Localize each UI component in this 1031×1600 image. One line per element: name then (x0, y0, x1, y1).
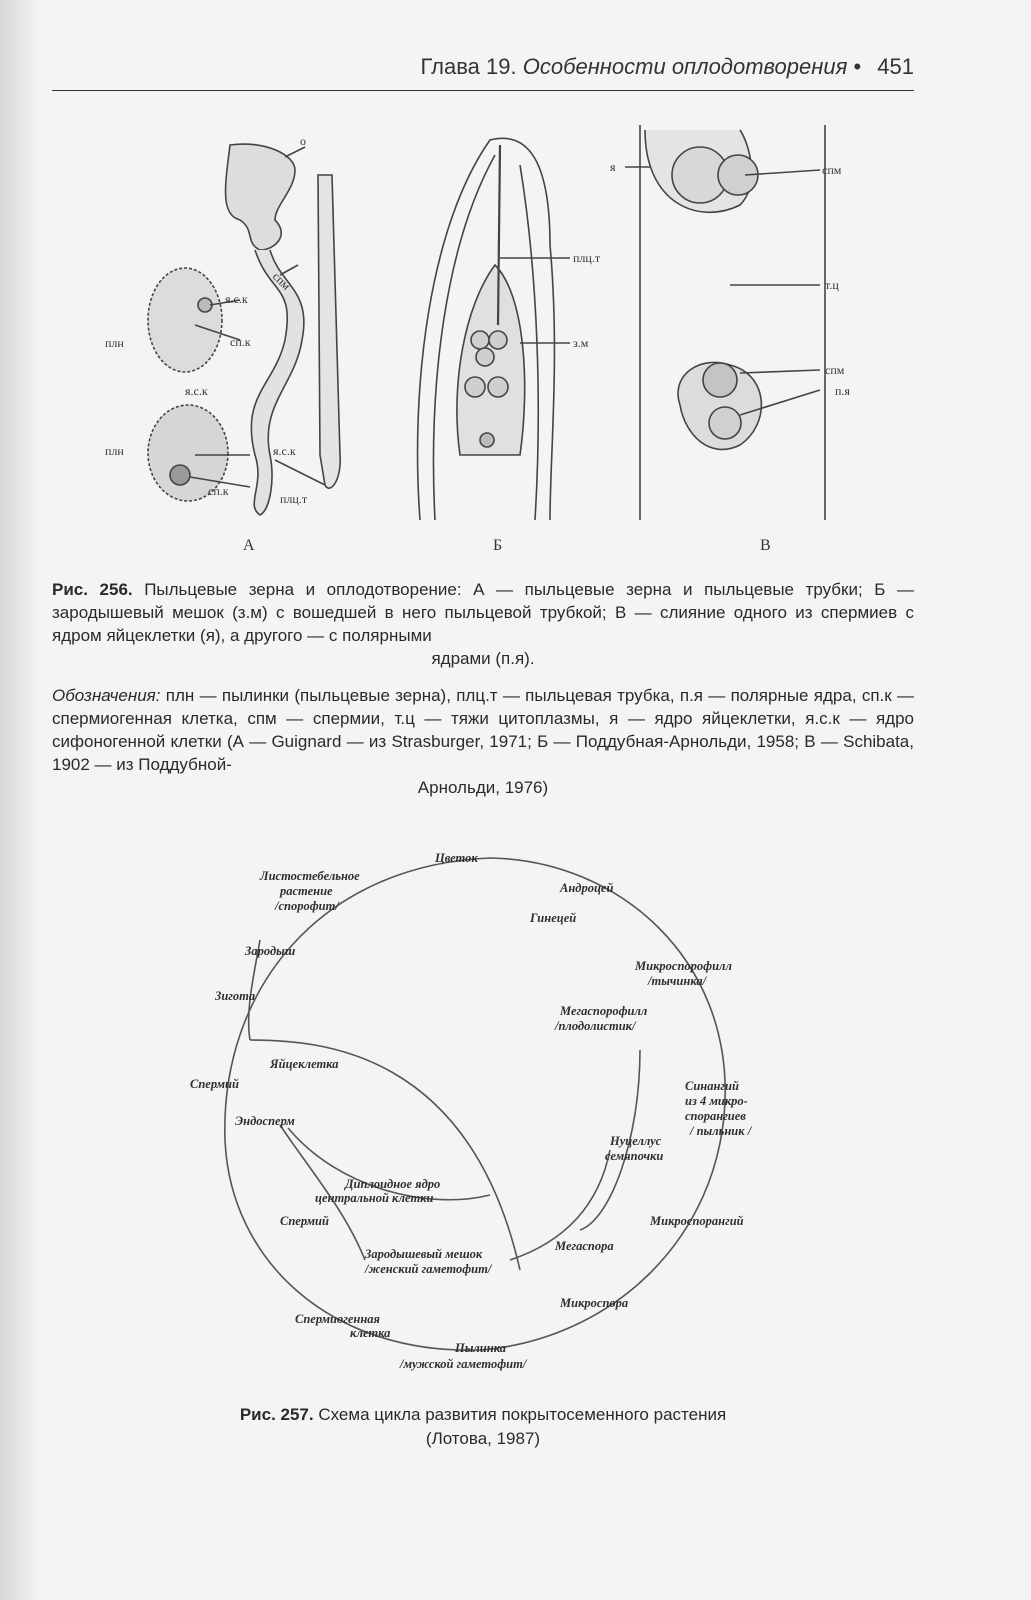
label-spm-v1: спм (822, 163, 842, 177)
node-sinangii-1: Синангий (685, 1079, 739, 1093)
caption-257-text: Схема цикла развития покрытосеменного ра… (318, 1405, 726, 1424)
node-sinangii-3: спорангиев (685, 1109, 746, 1123)
chapter-title: Особенности оплодотворения (523, 54, 848, 79)
node-megasporofill-1: Мегаспорофилл (559, 1004, 647, 1018)
node-diploid-1: Диплоидное ядро (344, 1177, 440, 1191)
panel-letter-a: А (243, 537, 255, 554)
node-ginecei: Гинецей (529, 911, 576, 925)
caption-256-text: Пыльцевые зерна и оплодотворение: А — пы… (52, 580, 914, 645)
node-zarodysh: Зародыш (244, 944, 295, 958)
node-zigota: Зигота (214, 989, 255, 1003)
node-androcei: Андроцей (559, 881, 613, 895)
label-ysk-1: я.с.к (225, 292, 248, 306)
node-sinangii-2: из 4 микро- (685, 1094, 748, 1108)
cycle-inner-path (250, 1040, 520, 1270)
node-mikrosporofill-2: /тычинка/ (647, 974, 708, 988)
label-pya: п.я (835, 384, 850, 398)
chapter-number: Глава 19. (420, 54, 516, 79)
page-number: 451 (877, 54, 914, 79)
figure-257: Цветок Андроцей Гинецей Микроспорофилл /… (170, 840, 830, 1380)
node-spermiogen-1: Спермиогенная (295, 1312, 381, 1326)
node-tsvetok: Цветок (434, 851, 478, 865)
node-pylinka-1: Пылинка (454, 1341, 506, 1355)
pollen-tube-a-right (318, 175, 340, 488)
node-yaitsekletka: Яйцеклетка (269, 1057, 338, 1071)
node-pylinka-2: /мужской гаметофит/ (399, 1357, 528, 1371)
caption-257-label: Рис. 257. (240, 1405, 314, 1424)
node-megaspora: Мегаспора (554, 1239, 614, 1253)
figure-256: о спм я.с.к плн сп.к я.с.к плн я.с.к сп.… (80, 125, 880, 575)
node-spermii-lower: Спермий (280, 1214, 329, 1228)
node-zarod-meshok-1: Зародышевый мешок (364, 1247, 483, 1261)
pollen-tube-a (226, 144, 295, 250)
label-spm-v2: спм (825, 363, 845, 377)
node-list-2: растение (279, 884, 333, 898)
page-edge-shadow (0, 0, 40, 1600)
node-mikrospora: Микроспора (559, 1296, 628, 1310)
caption-256-last: ядрами (п.я). (52, 647, 914, 670)
node-nucellus-2: семяпочки (605, 1149, 663, 1163)
pollen-grain-upper (148, 268, 222, 372)
label-spk-1: сп.к (230, 335, 251, 349)
label-ysk-3: я.с.к (273, 444, 296, 458)
caption-256: Рис. 256. Пыльцевые зерна и оплодотворен… (52, 578, 914, 670)
node-spermiogen-2: клетка (350, 1326, 390, 1340)
label-spk-2: сп.к (208, 484, 229, 498)
node-list-1: Листостебельное (259, 869, 360, 883)
label-zm: з.м (573, 336, 589, 350)
node-nucellus-1: Нуцеллус (609, 1134, 662, 1148)
label-plct-a: плц.т (280, 492, 308, 506)
node-spermii-upper: Спермий (190, 1077, 239, 1091)
pollen-tube-a-stem (251, 250, 304, 515)
panel-letter-b: Б (493, 537, 502, 554)
panel-letter-v: В (760, 537, 771, 554)
caption-256-notes: Обозначения: плн — пылинки (пыльцевые зе… (52, 684, 914, 799)
cycle-outer-circle (225, 858, 725, 1350)
label-pln-2: плн (105, 444, 124, 458)
notes-label: Обозначения: (52, 686, 161, 705)
label-plct-b: плц.т (573, 251, 601, 265)
running-header: Глава 19. Особенности оплодотворения • 4… (52, 52, 914, 91)
node-mikrosporofill-1: Микроспорофилл (634, 959, 732, 973)
label-tc: т.ц (825, 278, 839, 292)
caption-256-label: Рис. 256. (52, 580, 133, 599)
notes-text: плн — пылинки (пыльцевые зерна), плц.т —… (52, 686, 914, 774)
node-megasporofill-2: /плодолистик/ (554, 1019, 637, 1033)
header-bullet: • (853, 54, 861, 79)
caption-257-source: (Лотова, 1987) (52, 1427, 914, 1451)
node-sinangii-4: / пыльник / (689, 1124, 753, 1138)
node-zarod-meshok-2: /женский гаметофит/ (364, 1262, 493, 1276)
node-diploid-2: центральной клетки (315, 1191, 433, 1205)
node-list-3: /спорофит/ (274, 899, 340, 913)
label-ysk-2: я.с.к (185, 384, 208, 398)
notes-last: Арнольди, 1976) (52, 776, 914, 799)
label-o: о (300, 134, 306, 148)
node-mikrosporangii: Микроспорангий (649, 1214, 744, 1228)
node-endosperm: Эндосперм (235, 1114, 295, 1128)
label-pln-1: плн (105, 336, 124, 350)
caption-257: Рис. 257. Схема цикла развития покрытосе… (52, 1403, 914, 1451)
label-ya: я (610, 160, 616, 174)
